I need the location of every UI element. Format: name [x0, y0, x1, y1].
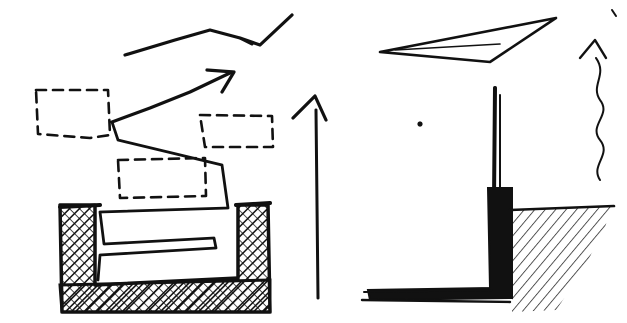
dashed-box-right: [200, 115, 273, 147]
ink-dot: [417, 121, 422, 126]
ink-mark-top-right: [612, 10, 616, 16]
dashed-box-middle: [118, 158, 206, 198]
ground-line-1: [362, 300, 510, 302]
right-sketch: [362, 10, 616, 312]
left-sketch: [36, 15, 326, 312]
roof-zigzag-line: [125, 15, 292, 55]
hatched-ground: [512, 206, 612, 312]
vertical-arrow-line: [316, 110, 318, 298]
vertical-arrowhead: [293, 96, 326, 120]
airflow-arrow-line: [112, 72, 232, 122]
l-shaped-wall: [368, 188, 512, 300]
wavy-arrowhead: [580, 40, 606, 58]
column-post: [494, 88, 495, 200]
canopy-triangle: [380, 18, 556, 62]
serpentine-airflow-path: [98, 122, 228, 280]
base-wall-cap-left: [60, 205, 100, 207]
excavated-base-floor: [60, 280, 270, 312]
wavy-airflow-arrow: [596, 58, 604, 180]
dashed-box-left: [36, 90, 110, 138]
base-wall-cap-right: [236, 203, 270, 205]
